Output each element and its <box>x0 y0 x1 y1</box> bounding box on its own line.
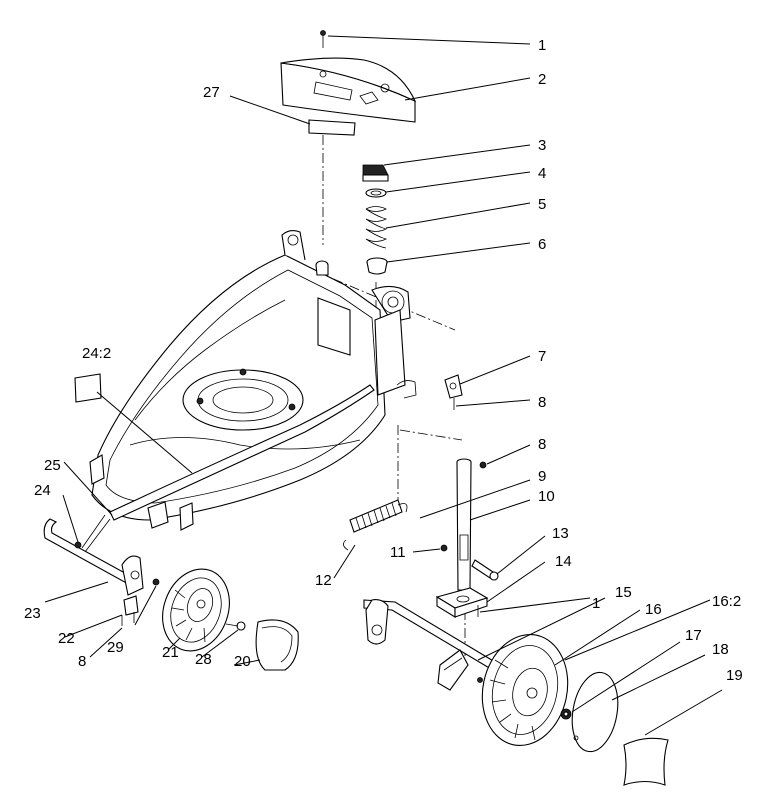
pivot-plate-part <box>435 587 489 618</box>
handle-cover-part <box>280 57 417 123</box>
rear-axle-part <box>43 518 135 586</box>
front-axle-part <box>363 599 501 673</box>
callout-22: 22 <box>58 630 75 647</box>
hubcap-left-part <box>255 619 299 671</box>
callout-13: 13 <box>552 525 569 542</box>
screw-part <box>320 30 326 48</box>
washer-part <box>365 188 387 198</box>
callout-14: 14 <box>555 553 572 570</box>
leader-lines <box>44 35 723 736</box>
wheel-bracket-left-part <box>121 555 160 626</box>
wheel-bolt-left-part <box>225 621 246 631</box>
callout-19: 19 <box>726 667 743 684</box>
rear-wheel-left-part <box>162 568 230 652</box>
callout-1-lower: 1 <box>592 595 600 612</box>
extension-spring-part <box>343 499 408 551</box>
callout-8-middle: 8 <box>538 436 546 453</box>
callout-27: 27 <box>203 84 220 101</box>
callout-21: 21 <box>162 644 179 661</box>
callout-8-upper: 8 <box>538 394 546 411</box>
callout-10: 10 <box>538 488 555 505</box>
callout-24: 24 <box>34 482 51 499</box>
adjuster-knob-part <box>362 164 389 182</box>
callout-6: 6 <box>538 236 546 253</box>
callout-12: 12 <box>315 572 332 589</box>
callout-25: 25 <box>44 457 61 474</box>
bushing-part <box>366 257 388 275</box>
callout-29: 29 <box>107 639 124 656</box>
hubcap-right-part <box>571 671 619 753</box>
callout-18: 18 <box>712 641 729 658</box>
callout-8-lower: 8 <box>78 653 86 670</box>
pivot-bolt-part <box>471 559 499 581</box>
callout-23: 23 <box>24 605 41 622</box>
callout-7: 7 <box>538 348 546 365</box>
callout-11: 11 <box>390 544 406 561</box>
callout-17: 17 <box>685 627 702 644</box>
callout-5: 5 <box>538 196 546 213</box>
callout-24-2: 24:2 <box>82 345 111 362</box>
bracket-part <box>440 374 487 552</box>
wheel-cover-part <box>623 737 669 786</box>
front-wheel-part <box>481 633 569 747</box>
callout-labels: 1 2 27 3 4 5 6 7 8 8 9 10 24:2 25 24 13 … <box>24 37 743 684</box>
decal-part <box>308 119 356 136</box>
callout-28: 28 <box>195 651 212 668</box>
wheel-nut-part <box>560 708 572 720</box>
callout-3: 3 <box>538 137 546 154</box>
callout-2: 2 <box>538 71 546 88</box>
callout-9: 9 <box>538 468 546 485</box>
callout-1: 1 <box>538 37 546 54</box>
callout-20: 20 <box>234 653 251 670</box>
callout-16-2: 16:2 <box>712 593 741 610</box>
mower-deck-part <box>89 229 417 531</box>
height-adjust-rod-part <box>81 384 375 553</box>
callout-15: 15 <box>615 584 632 601</box>
callout-4: 4 <box>538 165 546 182</box>
spring-part <box>365 206 388 249</box>
callout-16: 16 <box>645 601 662 618</box>
front-wheel-bracket-part <box>437 649 483 691</box>
pivot-post-part <box>456 458 472 591</box>
warning-decal-part <box>74 373 102 403</box>
